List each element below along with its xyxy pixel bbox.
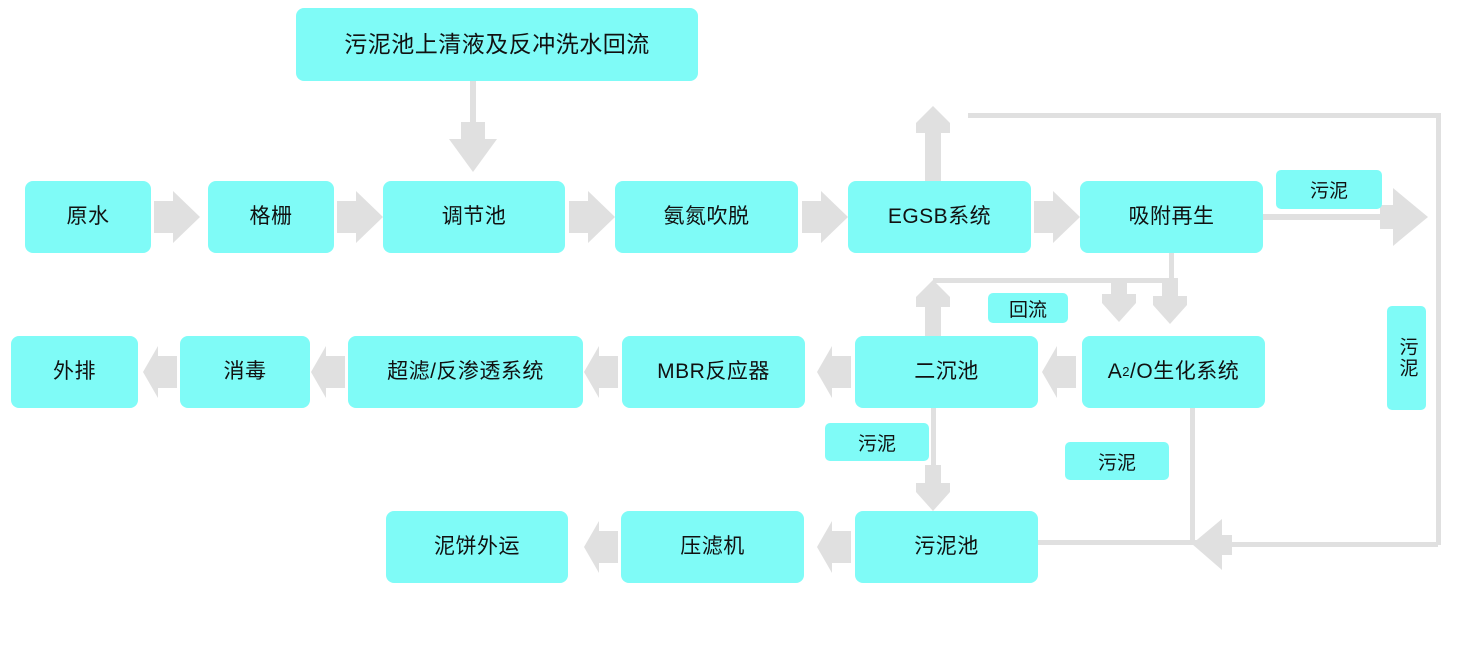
arrow-equaltank-to-nh3strip	[569, 191, 615, 243]
node-grille[interactable]: 格栅	[208, 181, 334, 253]
ao-label-mid: /O	[1130, 360, 1154, 384]
arrow-clarifier-to-sludgetank-head	[916, 483, 950, 511]
node-secondary-clarifier[interactable]: 二沉池	[855, 336, 1038, 408]
edge-toprail-horizontal	[968, 113, 1441, 118]
edge-adsorbregen-sludge-line	[1263, 214, 1400, 220]
edge-clarifier-to-sludgetank-shaft2	[925, 465, 941, 487]
edge-adsorbregen-down-shaft	[1169, 253, 1174, 298]
node-recycle-top[interactable]: 污泥池上清液及反冲洗水回流	[296, 8, 698, 81]
edge-sludgetank-right-stub	[1038, 540, 1194, 545]
edge-ao-bottom-horizontal	[1190, 540, 1222, 545]
arrow-adsorbregen-sludge-head	[1393, 188, 1428, 246]
arrow-adsorbregen-into-ao-head	[1153, 296, 1187, 324]
edge-clarifier-to-sludgetank-shaft	[931, 408, 936, 483]
arrow-grille-to-equaltank	[337, 191, 383, 243]
tag-sludge-from-ao: 污泥	[1065, 442, 1169, 480]
edge-recycle-to-equaltank-line	[470, 81, 476, 143]
edge-clarifier-up-shaft2	[925, 305, 941, 340]
node-sludge-tank[interactable]: 污泥池	[855, 511, 1038, 583]
arrow-ao-to-clarifier	[1042, 346, 1076, 398]
tag-return-flow: 回流	[988, 293, 1068, 323]
ao-label-prefix: A	[1107, 360, 1123, 384]
arrow-egsb-to-adsorbregen	[1034, 191, 1080, 243]
node-disinfection[interactable]: 消毒	[180, 336, 310, 408]
tag-sludge-right-rail: 污泥	[1387, 306, 1426, 410]
edge-recycle-to-equaltank-arrowhead	[449, 139, 497, 172]
arrow-nh3strip-to-egsb	[802, 191, 848, 243]
arrow-ufro-to-disinfect	[311, 346, 345, 398]
node-equalization-tank[interactable]: 调节池	[383, 181, 565, 253]
arrow-rawwater-to-grille	[154, 191, 200, 243]
arrow-filterpress-to-cakeout	[584, 521, 618, 573]
node-filter-press[interactable]: 压滤机	[621, 511, 804, 583]
node-raw-water[interactable]: 原水	[25, 181, 151, 253]
arrow-mbr-to-ufro	[584, 346, 618, 398]
node-discharge[interactable]: 外排	[11, 336, 138, 408]
arrow-sludgetank-to-filterpress	[817, 521, 851, 573]
tag-sludge-adsorption-out: 污泥	[1276, 170, 1382, 209]
edge-returnflow-horizontal	[933, 278, 1178, 283]
node-uf-ro-system[interactable]: 超滤/反渗透系统	[348, 336, 583, 408]
ao-label-suffix: 生化系统	[1153, 360, 1240, 384]
edge-adsorbregen-down-shaft2	[1162, 280, 1178, 300]
arrow-returnflow-into-ao-head	[1102, 294, 1136, 322]
node-mbr-reactor[interactable]: MBR反应器	[622, 336, 805, 408]
edge-egsb-up-shaft2	[925, 128, 941, 183]
edge-adsorbregen-sludge-shaft	[1380, 205, 1396, 229]
node-cake-transport[interactable]: 泥饼外运	[386, 511, 568, 583]
arrow-clarifier-to-mbr	[817, 346, 851, 398]
node-egsb-system[interactable]: EGSB系统	[848, 181, 1031, 253]
tag-sludge-from-clarifier: 污泥	[825, 423, 929, 461]
edge-recycle-arrow-shaft	[461, 122, 485, 144]
arrow-into-egsb-head	[916, 106, 950, 133]
node-ammonia-stripping[interactable]: 氨氮吹脱	[615, 181, 798, 253]
arrow-clarifier-up-head	[916, 280, 950, 307]
edge-bottomrail-horizontal	[1210, 542, 1438, 547]
node-adsorption-regeneration[interactable]: 吸附再生	[1080, 181, 1263, 253]
arrow-disinfect-to-discharge	[143, 346, 177, 398]
edge-rightrail-vertical	[1436, 113, 1441, 545]
edge-ao-down-shaft	[1190, 408, 1195, 545]
